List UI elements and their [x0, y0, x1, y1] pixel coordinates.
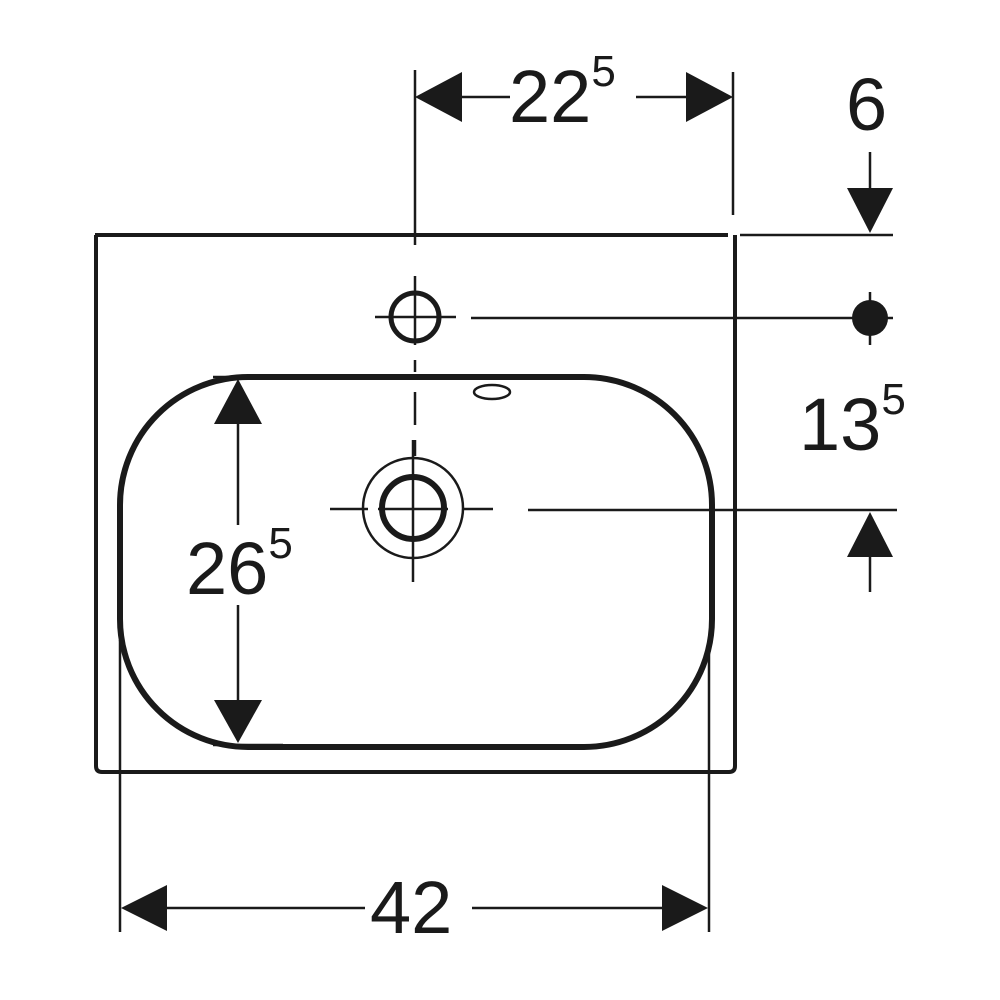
- dimension-bowl-depth: [213, 375, 283, 747]
- dim-bowl-depth-label: 265: [186, 519, 293, 610]
- overflow-hole: [472, 383, 512, 401]
- tap-reference-dot: [852, 300, 888, 336]
- dimension-tap-offset: [528, 508, 897, 592]
- basin-outline: [94, 233, 737, 774]
- dimension-top-width: [415, 72, 735, 215]
- dim-tap-offset-label: 135: [799, 375, 906, 466]
- dimension-top-offset: [740, 152, 893, 237]
- dim-total-width-label: 42: [370, 866, 452, 949]
- tap-reference: [471, 292, 893, 345]
- dimension-total-width: [118, 640, 711, 932]
- tap-hole: [375, 276, 456, 345]
- bowl-outline: [117, 374, 715, 750]
- drain: [330, 440, 493, 582]
- dim-top-offset-label: 6: [846, 63, 887, 146]
- dim-top-width-label: 225: [509, 47, 616, 138]
